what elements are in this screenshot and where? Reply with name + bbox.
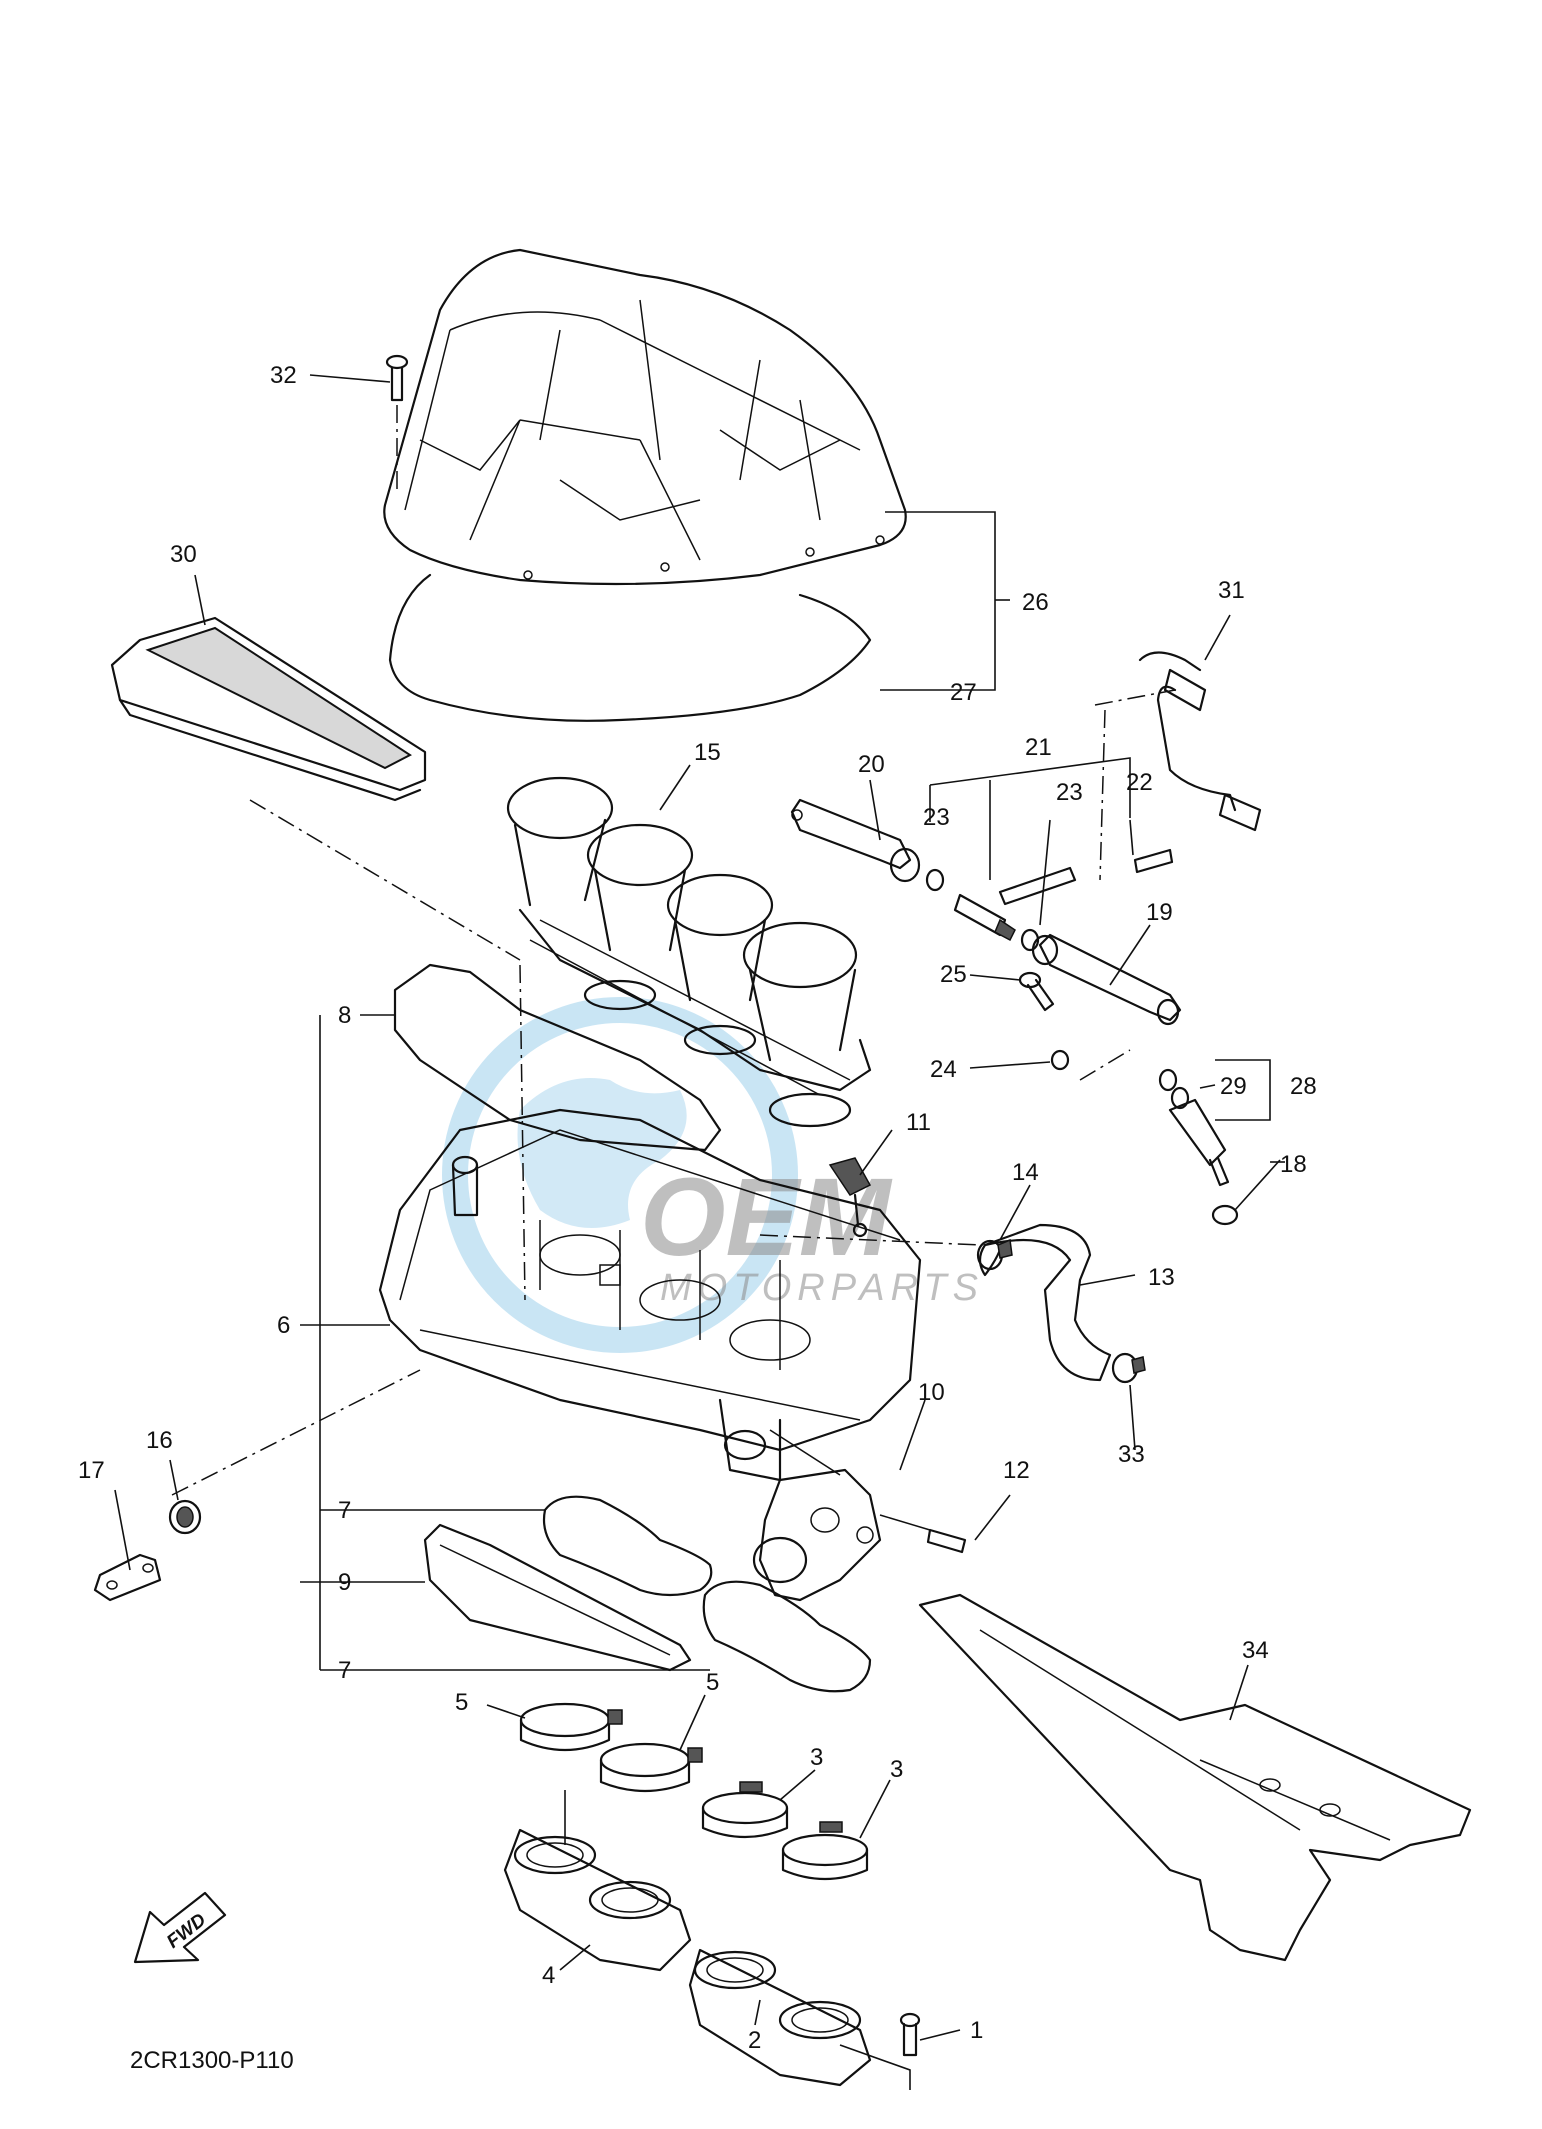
diagram-code: 2CR1300-P110	[130, 2047, 294, 2074]
grommet-16	[168, 1499, 202, 1535]
callout-33: 33	[1118, 1441, 1145, 1468]
clamp-14	[976, 1238, 1013, 1271]
leader-lines	[114, 374, 1285, 2041]
bolt-1	[899, 2012, 921, 2057]
seal-18	[1211, 1204, 1239, 1226]
callout-15: 15	[694, 739, 721, 766]
watermark-globe-land	[517, 1078, 687, 1228]
air-filter-case	[378, 1108, 922, 1482]
callout-32: 32	[270, 362, 297, 389]
hose-joint-21	[953, 893, 1016, 942]
air-filter-element	[110, 616, 427, 802]
callout-18: 18	[1280, 1151, 1307, 1178]
washer-24	[1050, 1049, 1070, 1071]
callout-26: 26	[1022, 589, 1049, 616]
callout-1: 1	[970, 2017, 983, 2044]
callout-20: 20	[858, 751, 885, 778]
gasket-9	[423, 1523, 692, 1672]
fuel-pipe-20	[790, 798, 921, 883]
gasket-8	[393, 963, 722, 1152]
callout-5a: 5	[455, 1689, 468, 1716]
callout-25: 25	[940, 961, 967, 988]
screw-32	[385, 354, 409, 402]
callout-6: 6	[277, 1312, 290, 1339]
callout-27: 27	[950, 679, 977, 706]
sensor-10	[752, 1468, 882, 1602]
callout-4: 4	[542, 1962, 555, 1989]
callout-17: 17	[78, 1457, 105, 1484]
callout-30: 30	[170, 541, 197, 568]
air-filter-case-cover	[383, 248, 907, 586]
callout-24: 24	[930, 1056, 957, 1083]
o-ring-29	[1158, 1068, 1190, 1110]
callout-13: 13	[1148, 1264, 1175, 1291]
callout-23b: 23	[1056, 779, 1083, 806]
oem-watermark: OEM MOTORPARTS	[442, 997, 984, 1353]
callout-31: 31	[1218, 577, 1245, 604]
callout-3a: 3	[810, 1744, 823, 1771]
callout-23a: 23	[923, 804, 950, 831]
fuel-pipe-19	[1031, 933, 1182, 1026]
callout-14: 14	[1012, 1159, 1039, 1186]
callout-16: 16	[146, 1427, 173, 1454]
throttle-body-assy	[506, 776, 872, 1128]
callout-2: 2	[748, 2027, 761, 2054]
watermark-sub: MOTORPARTS	[660, 1267, 984, 1309]
callout-12: 12	[1003, 1457, 1030, 1484]
callout-10: 10	[918, 1379, 945, 1406]
callout-22: 22	[1126, 769, 1153, 796]
callout-3b: 3	[890, 1756, 903, 1783]
joint-4	[503, 1828, 692, 1972]
callout-34: 34	[1242, 1637, 1269, 1664]
gasket-7-upper	[542, 1495, 713, 1597]
sensor-11	[828, 1157, 872, 1238]
clamp-5b	[599, 1742, 703, 1793]
joint-2	[688, 1948, 872, 2087]
injector-28	[1168, 1098, 1230, 1187]
gasket-7-lower	[702, 1580, 872, 1693]
pipe-22	[998, 848, 1174, 906]
hose-13	[978, 1223, 1112, 1382]
clamp-33	[1111, 1352, 1146, 1384]
clamp-5a	[519, 1702, 623, 1752]
heat-shield-34	[918, 1593, 1472, 1962]
callout-5b: 5	[706, 1669, 719, 1696]
hose-31	[1138, 651, 1262, 832]
air-filter-case-cover-gasket	[388, 573, 872, 722]
clamp-3b	[781, 1821, 869, 1881]
bracket-17	[93, 1553, 162, 1602]
fwd-arrow-icon: FWD	[133, 1891, 227, 1964]
screw-25	[1018, 971, 1055, 1012]
callout-28: 28	[1290, 1073, 1317, 1100]
callout-19: 19	[1146, 899, 1173, 926]
callout-8: 8	[338, 1002, 351, 1029]
callout-7a: 7	[338, 1497, 351, 1524]
bolt-12	[879, 1514, 967, 1554]
callout-29: 29	[1220, 1073, 1247, 1100]
callout-21: 21	[1025, 734, 1052, 761]
callout-7b: 7	[338, 1657, 351, 1684]
callout-labels: 32 30 26 27 31 15 20 21 22 23 23 19 25 2…	[78, 362, 1317, 2054]
callout-9: 9	[338, 1569, 351, 1596]
callout-11: 11	[906, 1109, 931, 1136]
o-ring-23a	[925, 868, 945, 892]
clamp-3a	[701, 1781, 789, 1839]
